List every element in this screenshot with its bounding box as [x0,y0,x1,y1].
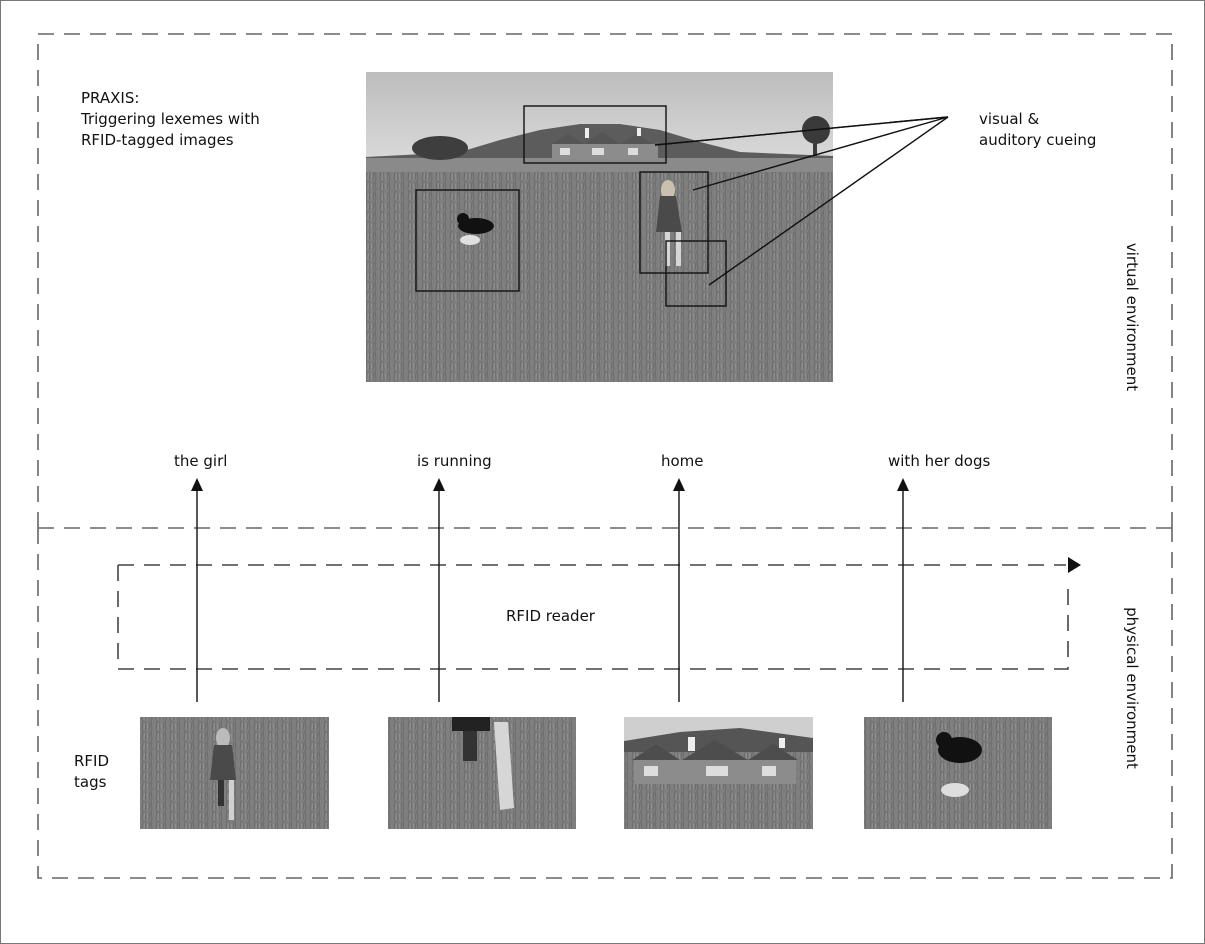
cueing-lines [654,116,949,286]
highlight-girl [639,171,709,274]
arrowhead-with-her-dogs [897,478,909,491]
rfid-reader-box [117,564,1069,670]
dog-in-scene [457,213,494,245]
virtual-environment-box [37,33,1173,528]
cueing-label-line2: auditory cueing [979,131,1097,149]
cueing-label-line1: visual & [979,110,1040,128]
tag-image-house [624,717,813,829]
rfid-reader-arrowhead [1068,557,1081,573]
rfid-reader-label: RFID reader [506,607,595,625]
praxis-title: PRAXIS: [81,89,140,107]
praxis-subtitle-line2: RFID-tagged images [81,131,234,149]
arrowhead-the-girl [191,478,203,491]
house-in-scene [552,128,658,159]
praxis-subtitle-line1: Triggering lexemes with [81,110,260,128]
highlight-dog [415,189,520,292]
tree-left [412,136,468,160]
tag-image-girl [140,717,329,829]
lexeme-the-girl: the girl [174,452,228,470]
scene-image [366,72,833,382]
highlight-house [523,105,667,164]
tag-image-legs [388,717,576,829]
rfid-tags-label-line1: RFID [74,752,110,770]
arrowhead-home [673,478,685,491]
tag-image-dogs [864,717,1052,829]
lexeme-with-her-dogs: with her dogs [888,452,991,470]
arrowhead-is-running [433,478,445,491]
rfid-tags-label-line2: tags [74,773,107,791]
virtual-environment-label: virtual environment [1123,242,1141,392]
trigger-arrows [196,488,904,702]
lexeme-is-running: is running [417,452,492,470]
physical-environment-box [37,528,1173,879]
lexeme-home: home [661,452,704,470]
physical-environment-label: physical environment [1123,607,1141,769]
girl-in-scene [656,180,682,266]
